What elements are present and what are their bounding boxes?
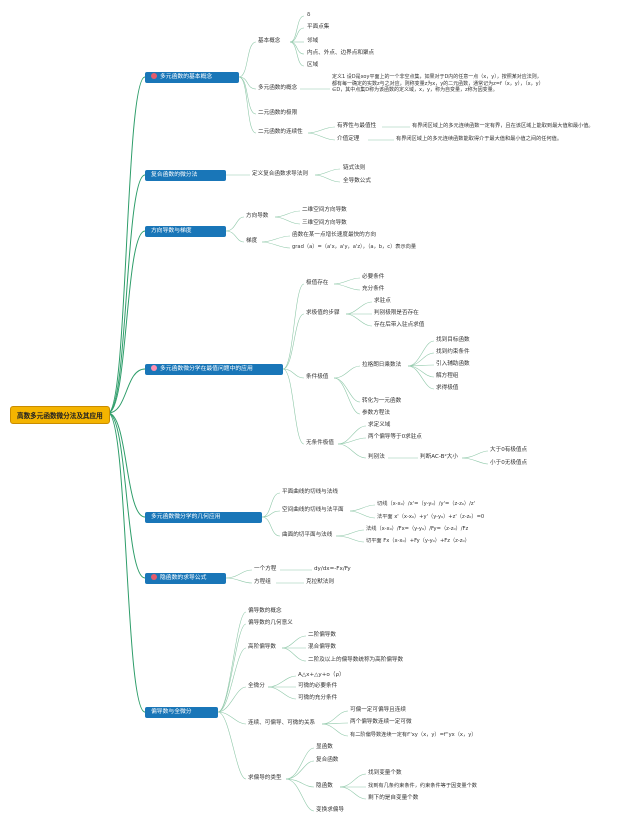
node-criterion[interactable]: 判别法 [368, 454, 385, 460]
node-cramer[interactable]: 克拉默法则 [306, 579, 334, 585]
node-one-equation[interactable]: 一个方程 [254, 566, 277, 572]
node-multivar-concept[interactable]: 多元函数的概念 [258, 85, 298, 91]
node-higher-def[interactable]: 二阶及以上的偏导数统称为高阶偏导数 [308, 657, 404, 663]
node-system[interactable]: 方程组 [254, 579, 271, 585]
node-space-curve[interactable]: 空间曲线的切线与法平面 [282, 507, 344, 513]
node-gradient[interactable]: 梯度 [246, 238, 258, 244]
root-topic[interactable]: 高数多元函数微分法及其应用 [10, 406, 110, 424]
node-transform[interactable]: 变换求偏导 [316, 807, 344, 813]
pin-icon [151, 73, 157, 79]
node-judge[interactable]: 判断AC-B²大小 [420, 454, 458, 460]
node-extremum-exists[interactable]: 极值存在 [306, 280, 329, 286]
node-lagrange[interactable]: 拉格朗日乘数法 [362, 362, 402, 368]
node-sufficient[interactable]: 充分条件 [362, 286, 385, 292]
node-partial-geometry[interactable]: 偏导数的几何意义 [248, 620, 293, 626]
node-grad-formula: grad（a）=（a'x，a'y，a'z），（a，b，c）表示向量 [292, 244, 417, 250]
node-total-diff[interactable]: 全微分 [248, 683, 265, 689]
branch-label: 多元函数微分学在最值问题中的应用 [160, 366, 253, 372]
node-stationary[interactable]: 两个偏导等于0求驻点 [368, 434, 422, 440]
node-conditional[interactable]: 条件极值 [306, 374, 329, 380]
branch-geometry[interactable]: 多元函数微分学的几何应用 [145, 512, 262, 523]
node-plane-set[interactable]: 平面点集 [307, 24, 330, 30]
branch-label: 多元函数微分学的几何应用 [151, 514, 221, 520]
node-total-formula: A△x+△y+o（ρ） [298, 672, 345, 678]
node-domain[interactable]: 求定义域 [368, 422, 391, 428]
branch-partial-total[interactable]: 偏导数与全微分 [145, 707, 218, 718]
node-judge-positive[interactable]: 大于0有极值点 [490, 447, 528, 453]
node-steps[interactable]: 求极值的步骤 [306, 310, 340, 316]
node-grad-desc: 函数在某一点增长速度最快的方向 [292, 232, 376, 238]
branch-implicit[interactable]: 隐函数的求导公式 [145, 573, 226, 584]
node-multivar-def: 定义1 设D是xoy平面上的一个非空点集，如果对于D内的任意一点（x，y），按照… [332, 74, 542, 94]
node-lag-1[interactable]: 找到目标函数 [436, 337, 470, 343]
node-dir-derivative[interactable]: 方向导数 [246, 213, 269, 219]
node-limit[interactable]: 二元函数的极限 [258, 110, 298, 116]
node-implicit-fn[interactable]: 隐函数 [316, 783, 333, 789]
node-necessary[interactable]: 必要条件 [362, 274, 385, 280]
node-ivt[interactable]: 介值定理 [337, 136, 360, 142]
node-lag-4[interactable]: 解方程组 [436, 373, 459, 379]
node-mixed[interactable]: 混合偏导数 [308, 644, 336, 650]
node-step-3[interactable]: 存在后带入驻点求值 [374, 322, 425, 328]
node-parametric[interactable]: 参数方程法 [362, 410, 390, 416]
node-region[interactable]: 区域 [307, 62, 319, 68]
node-2d-dir[interactable]: 二维空间方向导数 [302, 207, 347, 213]
node-necessary-cond[interactable]: 可微的必要条件 [298, 683, 338, 689]
node-lag-3[interactable]: 引入辅助函数 [436, 361, 470, 367]
node-continuity[interactable]: 二元函数的连续性 [258, 129, 303, 135]
heart-icon [151, 365, 157, 371]
node-composite-fn[interactable]: 复合函数 [316, 757, 339, 763]
node-explicit[interactable]: 显函数 [316, 744, 333, 750]
node-normal-line: 法线（x-x₀）/Fx=（y-y₀）/Fy=（z-z₀）/Fz [366, 526, 469, 532]
branch-label: 隐函数的求导公式 [160, 575, 207, 581]
node-step-2[interactable]: 判别极限是否存在 [374, 310, 419, 316]
branch-direction-gradient[interactable]: 方向导数与梯度 [145, 226, 226, 237]
branch-basic-concepts[interactable]: 多元函数的基本概念 [145, 72, 239, 83]
node-total-derivative[interactable]: 全导数公式 [343, 178, 371, 184]
branch-extrema-application[interactable]: 多元函数微分学在最值问题中的应用 [145, 364, 283, 375]
node-sufficient-cond[interactable]: 可微的充分条件 [298, 695, 338, 701]
pin-icon [151, 574, 157, 580]
node-tangent-plane: 切平面 Fx（x-x₀）+Fy（y-y₀）+Fz（z-z₀） [366, 538, 470, 544]
node-relation-1[interactable]: 可偏一定可偏导且连续 [350, 707, 406, 713]
branch-label: 方向导数与梯度 [151, 228, 192, 234]
node-tangent-line: 切线（x-x₀）/x'=（y-y₀）/y'=（z-z₀）/z' [377, 501, 475, 507]
node-plane-curve[interactable]: 平面曲线的切线与法线 [282, 489, 338, 495]
node-relation[interactable]: 连续、可偏导、可微的关系 [248, 720, 316, 726]
node-higher-order[interactable]: 高阶偏导数 [248, 644, 276, 650]
node-composite-def[interactable]: 定义复合函数求导法则 [252, 171, 308, 177]
node-to-single[interactable]: 转化为一元函数 [362, 398, 402, 404]
node-chain-rule[interactable]: 链式法则 [343, 165, 366, 171]
node-second-order[interactable]: 二阶偏导数 [308, 632, 336, 638]
node-lag-5[interactable]: 求得极值 [436, 385, 459, 391]
branch-label: 偏导数与全微分 [151, 709, 192, 715]
node-step-1[interactable]: 求驻点 [374, 298, 391, 304]
node-relation-3[interactable]: 有二阶偏导数连续一定有f''xy（x，y）=f''yx（x，y） [350, 732, 477, 738]
node-ivt-text: 有界闭区域上的多元连续函数能取得介于最大值和最小值之间的任何值。 [396, 136, 563, 142]
branch-label: 多元函数的基本概念 [160, 74, 213, 80]
node-delta[interactable]: δ [307, 12, 311, 18]
node-neighborhood[interactable]: 邻域 [307, 38, 319, 44]
node-unconditional[interactable]: 无条件极值 [306, 440, 334, 446]
node-implicit-3[interactable]: 剩下的是自变量个数 [368, 795, 419, 801]
node-one-equation-formula: dy/dx=-Fx/Fy [314, 566, 351, 572]
node-implicit-2[interactable]: 找到有几条约束条件，约束条件等于因变量个数 [368, 783, 477, 789]
node-types[interactable]: 求偏导的类型 [248, 775, 282, 781]
node-3d-dir[interactable]: 三维空间方向导数 [302, 220, 347, 226]
node-points[interactable]: 内点、外点、边界点和聚点 [307, 50, 375, 56]
node-partial-concept[interactable]: 偏导数的概念 [248, 608, 282, 614]
branch-label: 复合函数的微分法 [151, 172, 198, 178]
node-boundedness[interactable]: 有界性与最值性 [337, 123, 377, 129]
node-boundedness-text: 有界闭区域上的多元连续函数一定有界，且在该区域上能取到最大值和最小值。 [412, 123, 594, 129]
node-implicit-1[interactable]: 找到变量个数 [368, 770, 402, 776]
node-surface[interactable]: 曲面的切平面与法线 [282, 532, 333, 538]
node-judge-negative[interactable]: 小于0无极值点 [490, 460, 528, 466]
branch-composite[interactable]: 复合函数的微分法 [145, 170, 226, 181]
node-lag-2[interactable]: 找到约束条件 [436, 349, 470, 355]
node-relation-2[interactable]: 两个偏导数连续一定可微 [350, 719, 412, 725]
node-normal-plane: 法平面 x'（x-x₀）+y'（y-y₀）+z'（z-z₀）=0 [377, 514, 485, 520]
node-basic[interactable]: 基本概念 [258, 38, 281, 44]
